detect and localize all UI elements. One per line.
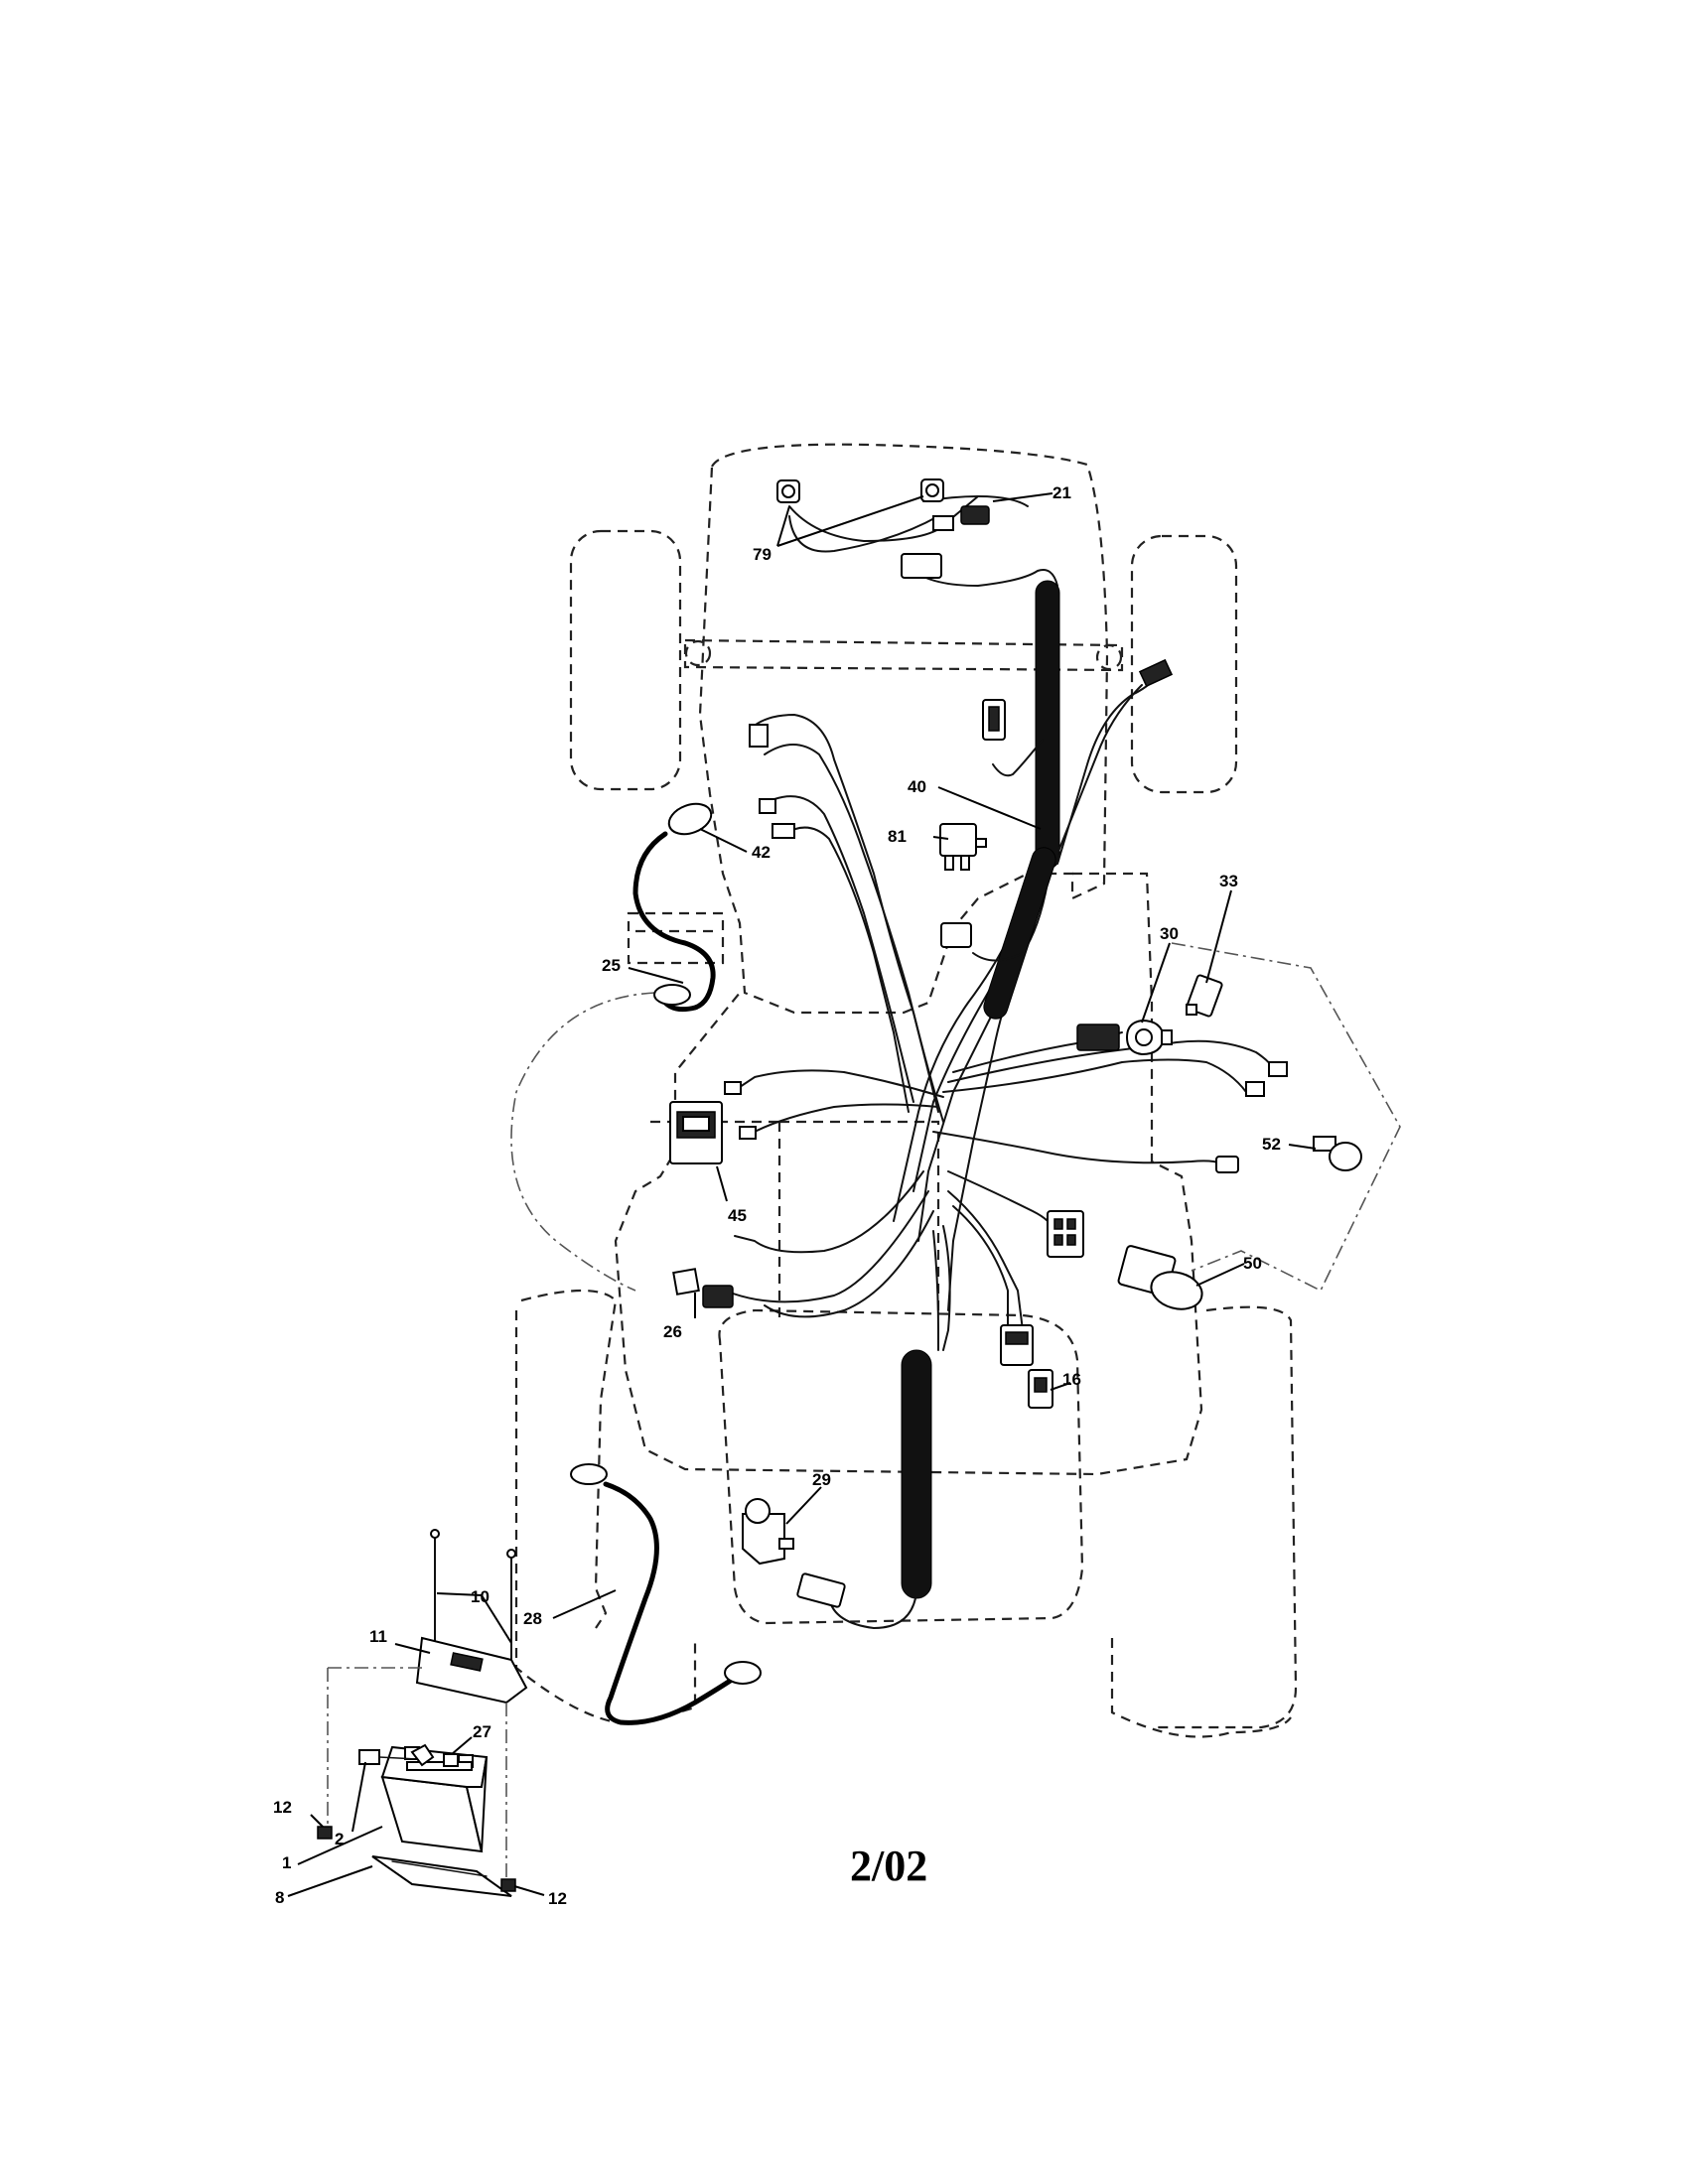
callout-2: 2 [335, 1830, 344, 1848]
callout-21: 21 [1052, 483, 1071, 502]
ignition-connector [940, 922, 972, 948]
callout-29: 29 [812, 1470, 831, 1489]
coil-sleeve-upper [1035, 580, 1060, 870]
callout-45: 45 [728, 1206, 747, 1225]
callout-11: 11 [369, 1627, 387, 1646]
connector-80 [749, 724, 795, 839]
callout-40: 40 [908, 777, 926, 796]
pto-connector [1000, 1324, 1034, 1366]
callout-28: 28 [523, 1609, 542, 1628]
callout-12-lower: 12 [548, 1889, 567, 1908]
safety-switch [1186, 974, 1223, 1018]
side-plug-terminal [988, 706, 1000, 732]
callout-16: 16 [1062, 1370, 1081, 1389]
leader-lines [287, 492, 1317, 1897]
callout-30: 30 [1160, 924, 1179, 943]
callout-81: 81 [888, 827, 907, 846]
terminal-right-1 [1245, 1081, 1265, 1097]
pto-switch [1117, 1245, 1203, 1310]
light-plug [960, 505, 990, 525]
relay [939, 823, 987, 871]
fuse-holder [672, 1268, 734, 1308]
date-code: 2/02 [850, 1842, 927, 1890]
key-switch-plug [1076, 1024, 1120, 1051]
main-wire-harness [724, 553, 1288, 1630]
hood-connector [1138, 658, 1174, 688]
ignition-switch [1125, 1019, 1173, 1056]
starter-solenoid [742, 1498, 794, 1566]
callout-42: 42 [752, 843, 771, 862]
callout-1: 1 [282, 1853, 291, 1872]
battery-cable [570, 1463, 762, 1725]
headlight-socket-left [776, 479, 800, 503]
multi-pin-connector [1047, 1210, 1084, 1258]
ground-cable [632, 802, 716, 1013]
terminal-right-2 [1268, 1061, 1288, 1077]
callout-50: 50 [1243, 1254, 1262, 1273]
callout-25: 25 [602, 956, 621, 975]
callout-8: 8 [275, 1888, 284, 1907]
harness-connector-top [901, 553, 942, 579]
callout-79: 79 [753, 545, 772, 564]
callout-27: 27 [473, 1722, 491, 1741]
headlight-harness [776, 478, 1029, 553]
callout-10: 10 [471, 1587, 490, 1606]
hour-meter [669, 1101, 723, 1164]
coil-sleeve-lower [901, 1349, 932, 1599]
callout-labels: 79 21 40 81 42 25 33 30 52 45 50 26 16 2… [273, 483, 1281, 1908]
headlight-socket-right [920, 478, 944, 502]
bulb [1313, 1136, 1362, 1171]
small-connector [932, 515, 954, 531]
connector-16 [1028, 1369, 1053, 1409]
hourmeter-terminal-1 [724, 1081, 742, 1095]
callout-52: 52 [1262, 1135, 1281, 1154]
hourmeter-terminal-2 [739, 1126, 757, 1140]
seat-switch-plug [1215, 1156, 1239, 1173]
tractor-outline [510, 443, 1401, 1738]
coil-sleeve-middle [983, 847, 1056, 1020]
battery-assembly [317, 1529, 528, 1897]
callout-26: 26 [663, 1322, 682, 1341]
callout-33: 33 [1219, 872, 1238, 890]
callout-12-upper: 12 [273, 1798, 292, 1817]
solenoid-plug [796, 1572, 846, 1608]
